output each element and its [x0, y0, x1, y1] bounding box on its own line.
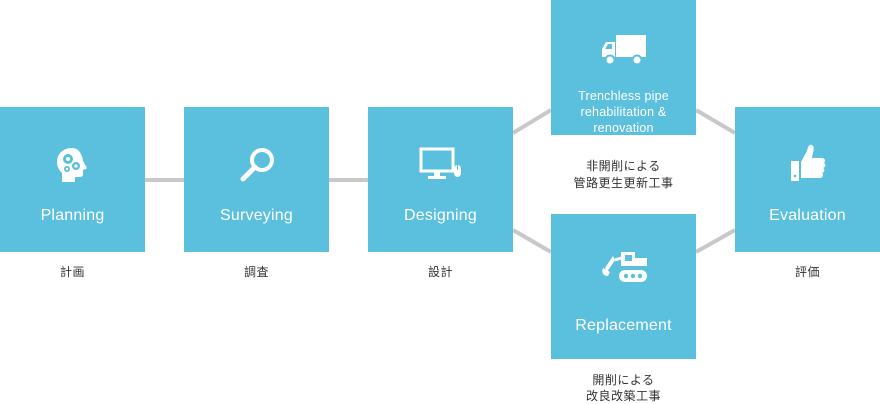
step-designing: Designing: [368, 107, 513, 252]
step-label: Designing: [404, 207, 477, 224]
head-gears-icon: [0, 145, 145, 185]
step-planning: Planning: [0, 107, 145, 252]
step-evaluation: Evaluation: [735, 107, 880, 252]
step-jp-label: 評価: [794, 265, 820, 279]
connector-designing-replacement: [511, 228, 553, 254]
step-jp-label-line-2: 管路更生更新工事: [573, 176, 674, 190]
step-jp-label-line-1: 開削による: [592, 373, 655, 387]
monitor-mouse-icon: [368, 147, 513, 183]
step-label: Evaluation: [769, 207, 846, 224]
step-surveying: Surveying: [184, 107, 329, 252]
connector-designing-trenchless: [511, 108, 553, 135]
step-jp-label-line-2: 改良改築工事: [585, 389, 661, 403]
magnifier-icon: [184, 145, 329, 185]
step-jp-label: 設計: [427, 265, 453, 279]
excavator-icon: [551, 250, 696, 286]
thumbs-up-icon: [735, 141, 880, 185]
step-trenchless-rehabilitation: Trenchless pipe rehabilitation & renovat…: [551, 0, 696, 135]
step-label: Surveying: [220, 207, 293, 224]
step-jp-label: 計画: [59, 265, 85, 279]
step-label: Planning: [40, 207, 105, 224]
step-replacement: Replacement: [551, 214, 696, 359]
step-label-line-2: rehabilitation & renovation: [580, 105, 667, 135]
connector-trenchless-evaluation: [694, 108, 737, 135]
step-jp-label-line-1: 非開削による: [586, 159, 661, 173]
truck-icon: [551, 33, 696, 67]
step-jp-label: 調査: [243, 265, 269, 279]
step-label-line-1: Trenchless pipe: [578, 89, 669, 103]
step-label: Replacement: [575, 317, 672, 334]
connector-replacement-evaluation: [695, 228, 736, 254]
